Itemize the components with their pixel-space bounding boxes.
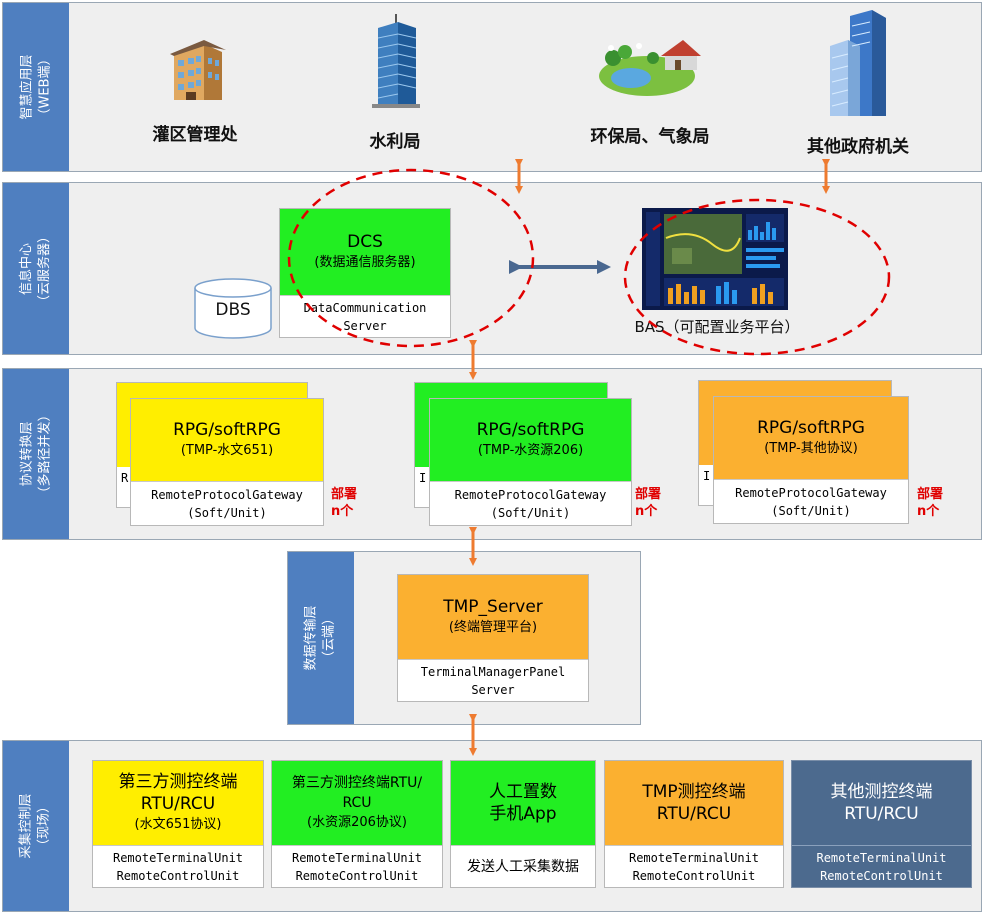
dbs-label: DBS — [215, 300, 251, 320]
bas-label: BAS（可配置业务平台） — [634, 318, 800, 336]
rpg-card: RPG/softRPG (TMP-水文651) RemoteProtocolGa… — [130, 398, 324, 526]
rpg-title: RPG/softRPG — [173, 420, 281, 440]
terminal-card: 第三方测控终端 RTU/RCU (水文651协议) RemoteTerminal… — [92, 760, 264, 888]
database-icon — [194, 278, 272, 339]
glass-tower-icon — [372, 14, 420, 108]
transport-layer-label: 数据传输层（云端） — [288, 552, 354, 724]
tmp-server-title: TMP_Server — [443, 597, 543, 617]
dcs-desc-line2: Server — [343, 318, 387, 333]
app-label-irrigation: 灌区管理处 — [152, 125, 238, 145]
tmp-server-subtitle: (终端管理平台) — [448, 620, 538, 635]
rpg-title: RPG/softRPG — [476, 420, 585, 440]
application-layer-label: 智慧应用层（WEB端） — [3, 3, 69, 171]
terminal-card: TMP测控终端 RTU/RCU RemoteTerminalUnit Remot… — [604, 760, 784, 888]
info-center-layer-label: 信息中心（云服务器） — [3, 183, 69, 354]
rpg-subtitle: (TMP-其他协议) — [764, 441, 858, 456]
building-icon — [170, 40, 226, 100]
skyscraper-icon — [830, 10, 886, 116]
rpg-card: RPG/softRPG (TMP-水资源206) RemoteProtocolG… — [429, 398, 632, 526]
terminal-card: 第三方测控终端RTU/ RCU (水资源206协议) RemoteTermina… — [271, 760, 443, 888]
app-label-env-weather: 环保局、气象局 — [590, 127, 710, 147]
rpg-subtitle: (TMP-水文651) — [180, 443, 274, 458]
protocol-layer-label: 协议转换层（多路径并发） — [3, 369, 69, 539]
dcs-subtitle: (数据通信服务器) — [314, 255, 416, 270]
dashboard-screenshot-icon — [642, 208, 788, 310]
landscape-icon — [599, 40, 701, 96]
rpg-title: RPG/softRPG — [757, 418, 865, 438]
info-center-layer: 信息中心（云服务器） — [2, 182, 982, 355]
collect-layer-label: 采集控制层（现场） — [3, 741, 69, 911]
app-label-other-gov: 其他政府机关 — [807, 137, 909, 157]
rpg-card: RPG/softRPG (TMP-其他协议) RemoteProtocolGat… — [713, 396, 909, 524]
terminal-card: 其他测控终端 RTU/RCU RemoteTerminalUnit Remote… — [791, 760, 972, 888]
tmp-server-box: TMP_Server (终端管理平台) TerminalManagerPanel… — [397, 574, 589, 702]
terminal-card: 人工置数 手机App 发送人工采集数据 — [450, 760, 596, 888]
app-label-water-bureau: 水利局 — [369, 132, 421, 152]
rpg-subtitle: (TMP-水资源206) — [477, 443, 584, 458]
dcs-desc-line1: DataCommunication — [303, 300, 427, 315]
application-layer: 智慧应用层（WEB端） — [2, 2, 982, 172]
dcs-box: DCS (数据通信服务器) DataCommunication Server — [279, 208, 451, 338]
dcs-title: DCS — [347, 232, 383, 252]
